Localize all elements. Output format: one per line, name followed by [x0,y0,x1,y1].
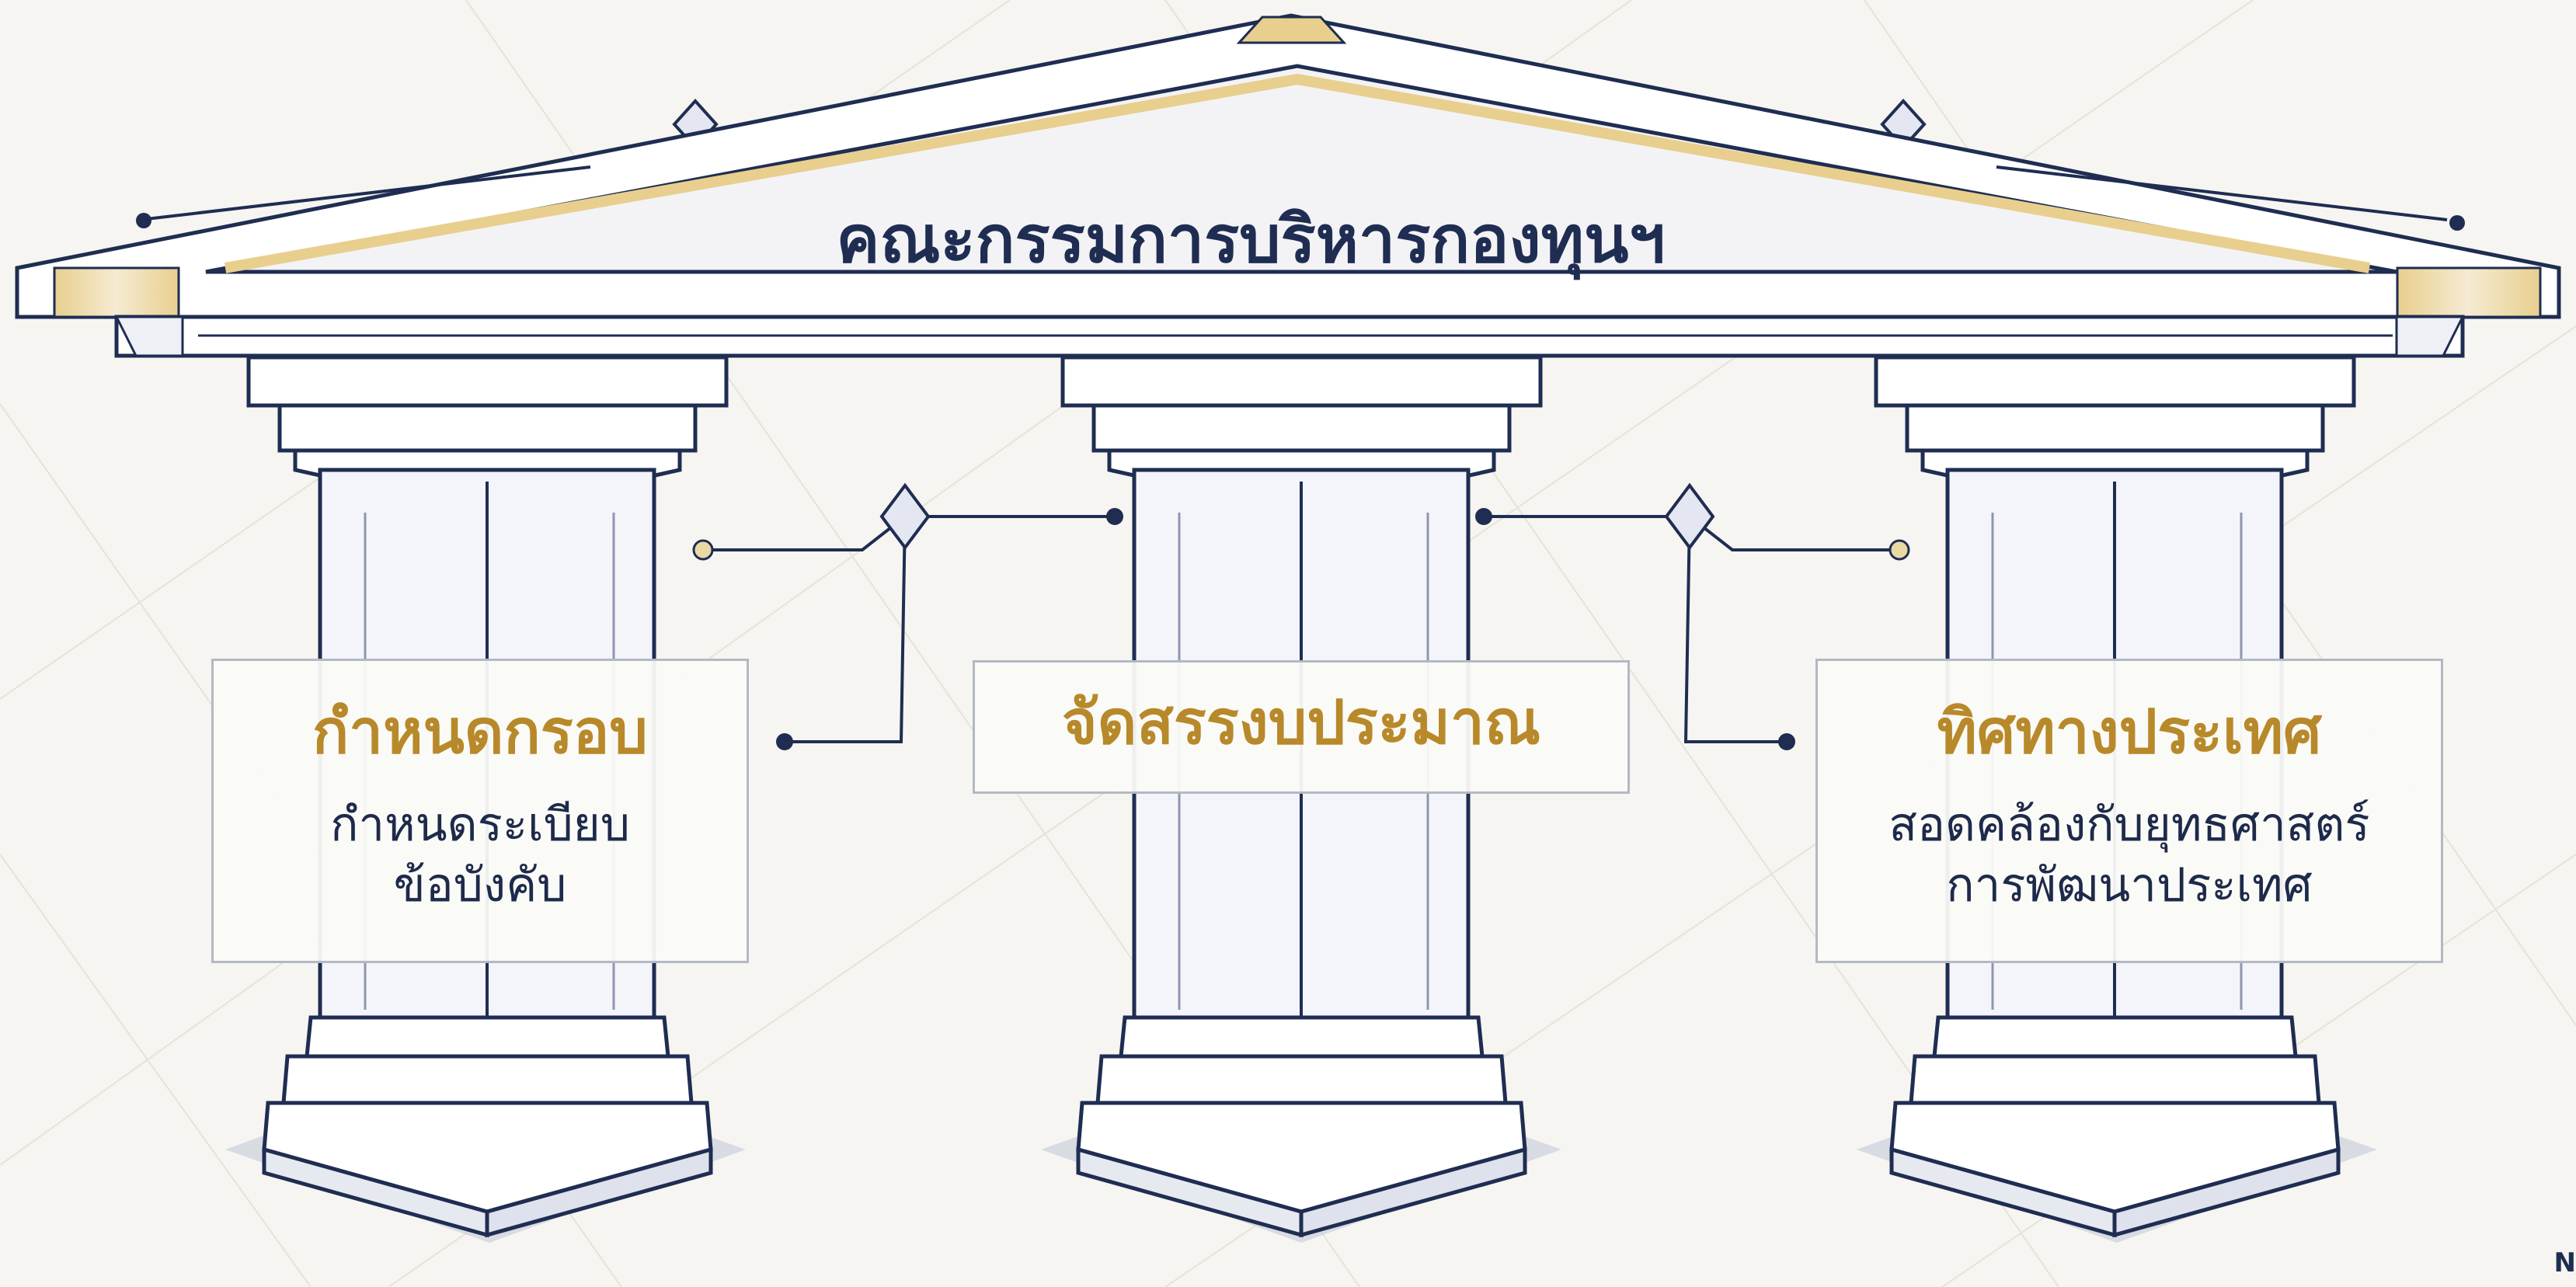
label-card-budget: จัดสรรงบประมาณ [973,660,1630,794]
framework-line-1: กำหนดระเบียบ [330,797,630,852]
budget-heading: จัดสรรงบประมาณ [1061,688,1541,758]
framework-line-2: ข้อบังคับ [393,857,567,913]
roof [15,13,2561,358]
label-card-direction: ทิศทางประเทศ สอดคล้องกับยุทธศาสตร์ การพั… [1815,659,2443,963]
direction-line-2: การพัฒนาประเทศ [1946,857,2313,913]
direction-heading: ทิศทางประเทศ [1937,697,2322,767]
watermark-logo: N [2553,1247,2576,1278]
committee-title: คณะกรรมการบริหารกองทุนฯ [836,201,1666,277]
direction-line-1: สอดคล้องกับยุทธศาสตร์ [1888,797,2370,852]
framework-heading: กำหนดกรอบ [312,697,648,767]
pillar-center [1060,355,1543,1238]
label-card-framework: กำหนดกรอบ กำหนดระเบียบ ข้อบังคับ [211,659,749,963]
connector-dots [692,508,1910,750]
